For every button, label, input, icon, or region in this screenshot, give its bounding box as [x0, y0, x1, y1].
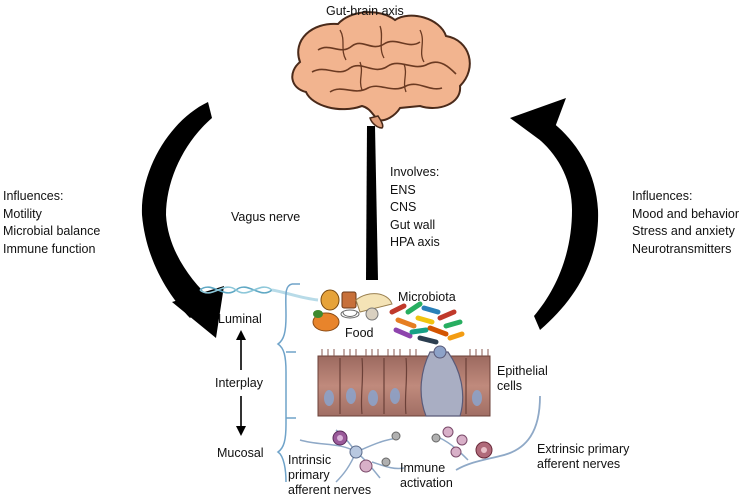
right-curved-arrow: [510, 98, 599, 330]
food-illustration: [312, 289, 393, 332]
dna-strand: [199, 286, 319, 302]
microbiota-label: Microbiota: [398, 290, 456, 304]
left-influences: Influences: Motility Microbial balance I…: [3, 188, 100, 258]
immune-label-line: Immune: [400, 461, 446, 475]
right-influences-heading: Influences:: [632, 189, 693, 203]
immune-label-line: activation: [400, 476, 453, 490]
extrinsic-nerves-label: Extrinsic primary afferent nerves: [537, 442, 629, 472]
diagram-title: Gut-brain axis: [326, 4, 404, 18]
left-influences-heading: Influences:: [3, 189, 64, 203]
brain-illustration: [291, 11, 471, 129]
epithelial-cells-illustration: [317, 345, 491, 417]
interplay-arrows: [236, 330, 246, 436]
vagus-nerve-label: Vagus nerve: [231, 210, 301, 224]
right-influences: Influences: Mood and behavior Stress and…: [632, 188, 739, 258]
right-influence-item: Neurotransmitters: [632, 241, 732, 256]
involves-item: CNS: [390, 200, 417, 214]
involves-item: Gut wall: [390, 217, 436, 232]
epithelial-label-line: Epithelial: [497, 364, 548, 378]
brain-gut-connector: [366, 126, 378, 280]
intrinsic-label-line: primary: [288, 468, 330, 482]
intrinsic-nerves-label: Intrinsic primary afferent nerves: [288, 453, 371, 498]
left-curved-arrow: [141, 102, 224, 338]
extrinsic-label-line: afferent nerves: [537, 457, 621, 471]
involves-item: ENS: [390, 182, 416, 197]
involves-list: Involves: ENS CNS Gut wall HPA axis: [390, 164, 440, 252]
interplay-label: Interplay: [215, 376, 263, 390]
food-label: Food: [345, 326, 374, 340]
mucosal-label: Mucosal: [217, 446, 264, 460]
immune-activation-label: Immune activation: [400, 461, 453, 491]
immune-cells-illustration: [332, 426, 493, 473]
luminal-label: Luminal: [218, 312, 262, 326]
intrinsic-label-line: Intrinsic: [288, 453, 332, 467]
epithelial-label-line: cells: [497, 379, 523, 393]
intrinsic-label-line: afferent nerves: [288, 483, 372, 497]
epithelial-cells-label: Epithelial cells: [497, 364, 548, 394]
left-influence-item: Motility: [3, 206, 42, 221]
left-influence-item: Microbial balance: [3, 224, 101, 238]
extrinsic-label-line: Extrinsic primary: [537, 442, 630, 456]
right-influence-item: Stress and anxiety: [632, 224, 735, 238]
involves-heading: Involves:: [390, 165, 440, 179]
layer-brackets: [276, 283, 300, 483]
left-influence-item: Immune function: [3, 241, 96, 256]
extrinsic-nerve: [455, 395, 541, 471]
right-influence-item: Mood and behavior: [632, 206, 740, 221]
microbiota-illustration: [389, 301, 465, 345]
involves-item: HPA axis: [390, 235, 440, 249]
